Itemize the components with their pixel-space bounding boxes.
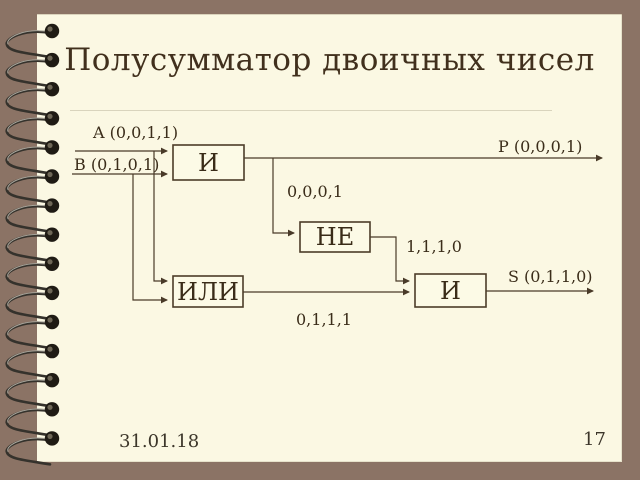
output-s-label: S (0,1,1,0) <box>508 267 593 286</box>
input-a-label: A (0,0,1,1) <box>92 123 178 142</box>
not1-gate-box <box>299 221 371 253</box>
wire-and1-to-not <box>272 158 295 237</box>
and1-output-value-label: 0,0,0,1 <box>287 182 343 201</box>
and1-gate-label: И <box>198 149 219 177</box>
output-p-label: P (0,0,0,1) <box>498 137 582 156</box>
spiral-binding-decoration <box>5 23 60 466</box>
slide-title: Полусумматор двоичных чисел <box>64 42 595 78</box>
footer-page-number: 17 <box>583 429 606 450</box>
spiral-ring <box>5 285 60 321</box>
or1-gate-box <box>172 275 244 308</box>
spiral-ring <box>5 314 60 350</box>
gate-and1: И <box>172 144 245 181</box>
spiral-ring <box>5 431 60 466</box>
input-b-label: B (0,1,0,1) <box>74 155 159 174</box>
spiral-ring <box>5 227 60 262</box>
spiral-ring <box>5 52 60 88</box>
wire-not-to-and2 <box>370 236 410 285</box>
title-separator-line <box>70 110 552 111</box>
spiral-ring <box>5 373 60 408</box>
not1-gate-label: НЕ <box>316 223 354 251</box>
gate-and2: И <box>414 273 487 308</box>
spiral-ring <box>5 402 60 437</box>
not1-output-value-label: 1,1,1,0 <box>406 237 462 256</box>
wire-branch-b-to-or <box>132 174 168 304</box>
or1-gate-label: ИЛИ <box>177 278 239 306</box>
gate-or1: ИЛИ <box>172 275 244 308</box>
footer-date: 31.01.18 <box>119 431 200 452</box>
gate-not1: НЕ <box>299 221 371 253</box>
spiral-ring <box>5 82 60 117</box>
and2-gate-label: И <box>440 277 461 305</box>
spiral-ring <box>5 111 60 146</box>
and2-gate-box <box>414 273 487 308</box>
and1-gate-box <box>172 144 245 181</box>
slide: Полусумматор двоичных чисел 31.01.18 17 <box>37 14 622 462</box>
spiral-ring <box>5 198 60 233</box>
spiral-ring <box>5 169 60 204</box>
spiral-ring <box>5 23 60 59</box>
spiral-ring <box>5 140 60 175</box>
wire-branch-a-to-or <box>153 151 168 285</box>
spiral-ring <box>5 256 60 292</box>
spiral-ring <box>5 343 60 379</box>
or1-output-value-label: 0,1,1,1 <box>296 310 352 329</box>
